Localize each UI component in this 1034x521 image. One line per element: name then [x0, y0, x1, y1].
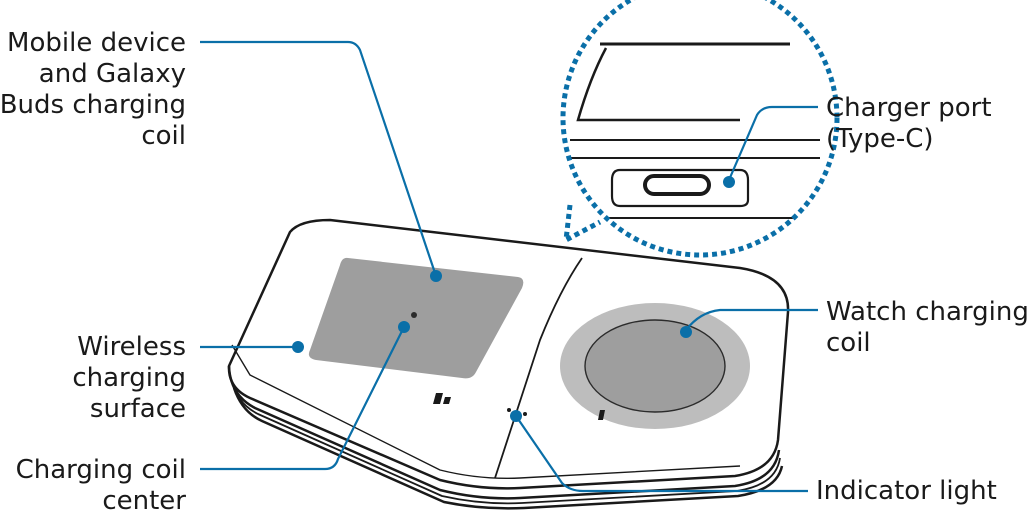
zoom-bevel — [576, 47, 740, 122]
zoom-bubble-border — [560, 0, 840, 258]
phone-buds-icon — [433, 393, 451, 404]
label-watch-coil-line: coil — [826, 328, 871, 358]
label-wireless-surface: Wireless charging surface — [72, 332, 186, 425]
label-wireless-surface-line: surface — [89, 394, 186, 424]
label-charger-port: Charger port (Type-C) — [826, 93, 992, 155]
zoom-bubble-tail — [562, 204, 602, 245]
pad-side-1 — [227, 365, 781, 500]
watch-coil — [560, 303, 750, 429]
port-recess — [610, 168, 750, 208]
label-mobile-coil-line: coil — [141, 121, 186, 151]
label-charger-port-line: Charger port — [826, 93, 992, 123]
endpoint-wireless-surface — [292, 341, 304, 353]
pad-bottom — [232, 387, 784, 510]
label-mobile-coil-line: Buds charging — [0, 90, 186, 120]
endpoint-indicator — [510, 410, 522, 422]
label-coil-center-line: center — [102, 486, 186, 516]
label-indicator: Indicator light — [816, 476, 997, 507]
pad-divider — [494, 257, 583, 479]
label-mobile-coil: Mobile device and Galaxy Buds charging c… — [0, 28, 186, 152]
leader-coil-center — [200, 326, 405, 471]
label-indicator-line: Indicator light — [816, 476, 997, 506]
leader-endpoints — [292, 176, 735, 422]
endpoint-coil-center — [398, 321, 410, 333]
indicator-dot-2 — [523, 412, 527, 416]
label-mobile-coil-line: and Galaxy — [38, 59, 186, 89]
pad-side-2 — [230, 377, 781, 505]
watch-icon — [598, 410, 605, 420]
leader-charger-port — [727, 105, 818, 181]
label-coil-center-line: Charging coil — [15, 455, 186, 485]
endpoint-mobile-coil — [430, 270, 442, 282]
usb-c-port — [643, 174, 711, 196]
mobile-coil-square — [308, 257, 524, 379]
label-coil-center: Charging coil center — [16, 455, 186, 517]
label-watch-coil-line: Watch charging — [826, 297, 1029, 327]
leader-indicator — [515, 415, 808, 493]
leader-mobile-coil — [200, 40, 438, 277]
watch-coil-center — [584, 319, 726, 413]
leader-watch-coil — [685, 308, 818, 331]
endpoint-watch-coil — [680, 326, 692, 338]
label-watch-coil: Watch charging coil — [826, 297, 1029, 359]
label-wireless-surface-line: Wireless — [77, 332, 186, 362]
pad-inner-ledge — [231, 344, 741, 479]
label-wireless-surface-line: charging — [72, 363, 186, 393]
endpoint-charger-port — [723, 176, 735, 188]
front-icons — [433, 393, 605, 420]
zoom-content — [563, 0, 837, 255]
indicator-dot-1 — [507, 408, 511, 412]
label-charger-port-line: (Type-C) — [826, 124, 934, 154]
coil-center-dot — [411, 312, 417, 318]
label-mobile-coil-line: Mobile device — [7, 28, 186, 58]
leader-lines — [200, 40, 818, 493]
